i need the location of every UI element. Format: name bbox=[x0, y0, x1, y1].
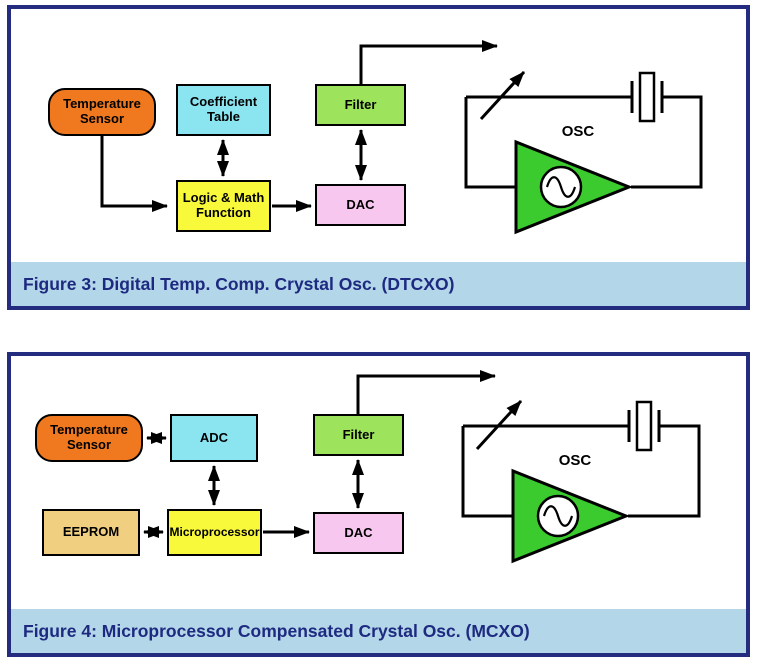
crystal-resonator-icon bbox=[627, 400, 661, 452]
osc-loop-left-wire bbox=[461, 426, 513, 518]
figure3-filter-box: Filter bbox=[315, 84, 406, 126]
figure4-osc-label: OSC bbox=[559, 452, 592, 469]
figure4-filter-box: Filter bbox=[313, 414, 404, 456]
figure4-diagram: OSC Temperature Sensor ADC Filter EEPROM… bbox=[11, 356, 746, 609]
figure4-panel: OSC Temperature Sensor ADC Filter EEPROM… bbox=[7, 352, 750, 657]
figure3-logic-math-box: Logic & Math Function bbox=[176, 180, 271, 232]
figure3-wiring: OSC bbox=[100, 40, 703, 235]
sine-wave-icon bbox=[542, 505, 574, 527]
figure3-dac-box: DAC bbox=[315, 184, 406, 226]
osc-loop-right-wire bbox=[628, 424, 701, 518]
temp-to-logic-arrow bbox=[100, 136, 168, 212]
figure3-caption: Figure 3: Digital Temp. Comp. Crystal Os… bbox=[11, 262, 746, 306]
figure4-caption: Figure 4: Microprocessor Compensated Cry… bbox=[11, 609, 746, 653]
crystal-resonator-icon bbox=[630, 71, 664, 123]
filter-to-varactor-line bbox=[359, 40, 498, 84]
figure4-temperature-sensor-box: Temperature Sensor bbox=[35, 414, 143, 462]
figure3-osc-label: OSC bbox=[562, 123, 595, 140]
figure3-diagram: OSC Temperature Sensor Coefficient Table… bbox=[11, 9, 746, 262]
figure4-microprocessor-box: Microprocessor bbox=[167, 509, 262, 556]
filter-to-varactor-line bbox=[356, 370, 496, 414]
figure4-adc-box: ADC bbox=[170, 414, 258, 462]
sine-wave-icon bbox=[545, 176, 577, 198]
osc-loop-right-wire bbox=[631, 95, 703, 189]
figure3-temperature-sensor-box: Temperature Sensor bbox=[48, 88, 156, 136]
osc-loop-left-wire bbox=[464, 97, 516, 189]
figure4-dac-box: DAC bbox=[313, 512, 404, 554]
figure3-coefficient-table-box: Coefficient Table bbox=[176, 84, 271, 136]
figure4-wiring: OSC bbox=[143, 370, 701, 564]
figure3-panel: OSC Temperature Sensor Coefficient Table… bbox=[7, 5, 750, 310]
figure4-eeprom-box: EEPROM bbox=[42, 509, 140, 556]
